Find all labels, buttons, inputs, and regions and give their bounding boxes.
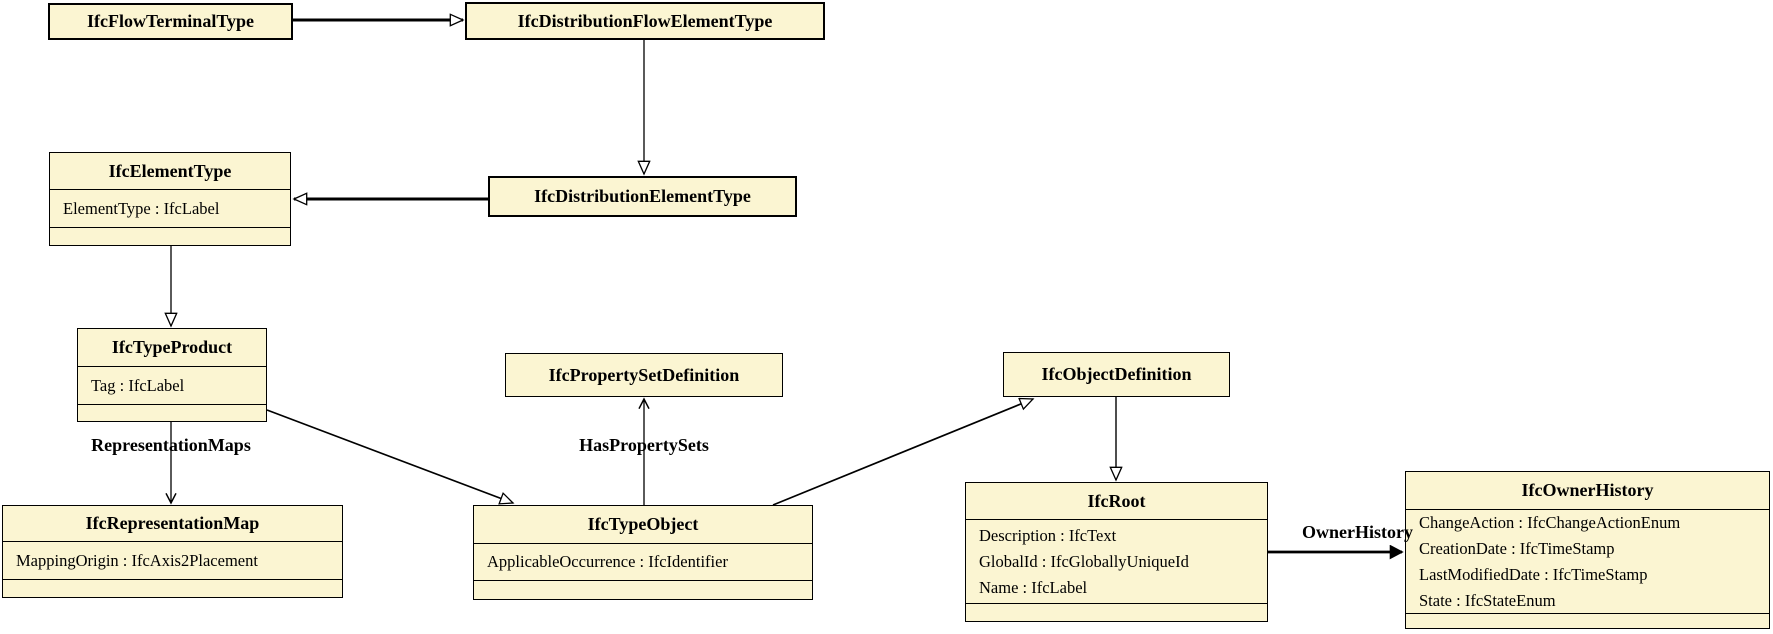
class-attributes: ElementType : IfcLabel xyxy=(50,189,290,227)
class-box-ifcelementtype[interactable]: IfcElementType ElementType : IfcLabel xyxy=(49,152,291,246)
class-attributes: Description : IfcText GlobalId : IfcGlob… xyxy=(966,519,1267,603)
class-box-ifcrepresentationmap[interactable]: IfcRepresentationMap MappingOrigin : Ifc… xyxy=(2,505,343,598)
class-box-ifcroot[interactable]: IfcRoot Description : IfcText GlobalId :… xyxy=(965,482,1268,622)
attribute: Description : IfcText xyxy=(979,525,1117,545)
attribute: LastModifiedDate : IfcTimeStamp xyxy=(1419,564,1648,584)
class-box-ifcpropertysetdefinition[interactable]: IfcPropertySetDefinition xyxy=(505,353,783,397)
class-empty-compartment xyxy=(78,404,266,421)
class-empty-compartment xyxy=(3,579,342,597)
attribute: State : IfcStateEnum xyxy=(1419,590,1556,610)
class-title: IfcFlowTerminalType xyxy=(87,11,254,31)
class-title: IfcRepresentationMap xyxy=(85,513,260,533)
class-title: IfcTypeObject xyxy=(587,514,699,534)
class-title: IfcElementType xyxy=(108,160,232,181)
edge-label-representationmaps: RepresentationMaps xyxy=(91,435,251,455)
class-box-ifcobjectdefinition[interactable]: IfcObjectDefinition xyxy=(1003,352,1230,397)
attribute: ElementType : IfcLabel xyxy=(63,198,220,218)
attribute: Tag : IfcLabel xyxy=(91,375,185,395)
attribute: MappingOrigin : IfcAxis2Placement xyxy=(16,550,258,570)
class-attributes: ChangeAction : IfcChangeActionEnum Creat… xyxy=(1406,509,1769,613)
class-title: IfcObjectDefinition xyxy=(1041,364,1192,384)
attribute: GlobalId : IfcGloballyUniqueId xyxy=(979,551,1189,571)
class-empty-compartment xyxy=(50,227,290,245)
inheritance-edge-typeproduct-to-typeobject xyxy=(266,409,513,503)
class-box-ifctypeproduct[interactable]: IfcTypeProduct Tag : IfcLabel xyxy=(77,328,267,422)
class-box-ifcdistributionelementtype[interactable]: IfcDistributionElementType xyxy=(488,176,797,217)
class-title: IfcPropertySetDefinition xyxy=(548,364,740,385)
class-title: IfcTypeProduct xyxy=(111,337,233,357)
attribute: ApplicableOccurrence : IfcIdentifier xyxy=(487,552,728,571)
class-empty-compartment xyxy=(1406,613,1769,628)
attribute: Name : IfcLabel xyxy=(979,577,1088,597)
edge-label-ownerhistory: OwnerHistory xyxy=(1302,522,1413,542)
class-box-ifcdistributionflowelementtype[interactable]: IfcDistributionFlowElementType xyxy=(465,2,825,40)
edge-label-haspropertysets: HasPropertySets xyxy=(579,435,709,455)
class-title: IfcDistributionFlowElementType xyxy=(517,10,773,31)
class-attributes: ApplicableOccurrence : IfcIdentifier xyxy=(474,543,812,580)
class-title: IfcRoot xyxy=(1087,490,1146,511)
class-title: IfcDistributionElementType xyxy=(534,186,751,206)
attribute: ChangeAction : IfcChangeActionEnum xyxy=(1419,512,1681,532)
class-attributes: Tag : IfcLabel xyxy=(78,366,266,404)
class-box-ifcownerhistory[interactable]: IfcOwnerHistory ChangeAction : IfcChange… xyxy=(1405,471,1770,629)
class-box-ifctypeobject[interactable]: IfcTypeObject ApplicableOccurrence : Ifc… xyxy=(473,505,813,600)
class-empty-compartment xyxy=(966,603,1267,621)
class-empty-compartment xyxy=(474,580,812,599)
class-box-ifcflowterminaltype[interactable]: IfcFlowTerminalType xyxy=(48,3,293,40)
class-attributes: MappingOrigin : IfcAxis2Placement xyxy=(3,541,342,579)
class-title: IfcOwnerHistory xyxy=(1521,480,1654,500)
attribute: CreationDate : IfcTimeStamp xyxy=(1419,538,1615,558)
